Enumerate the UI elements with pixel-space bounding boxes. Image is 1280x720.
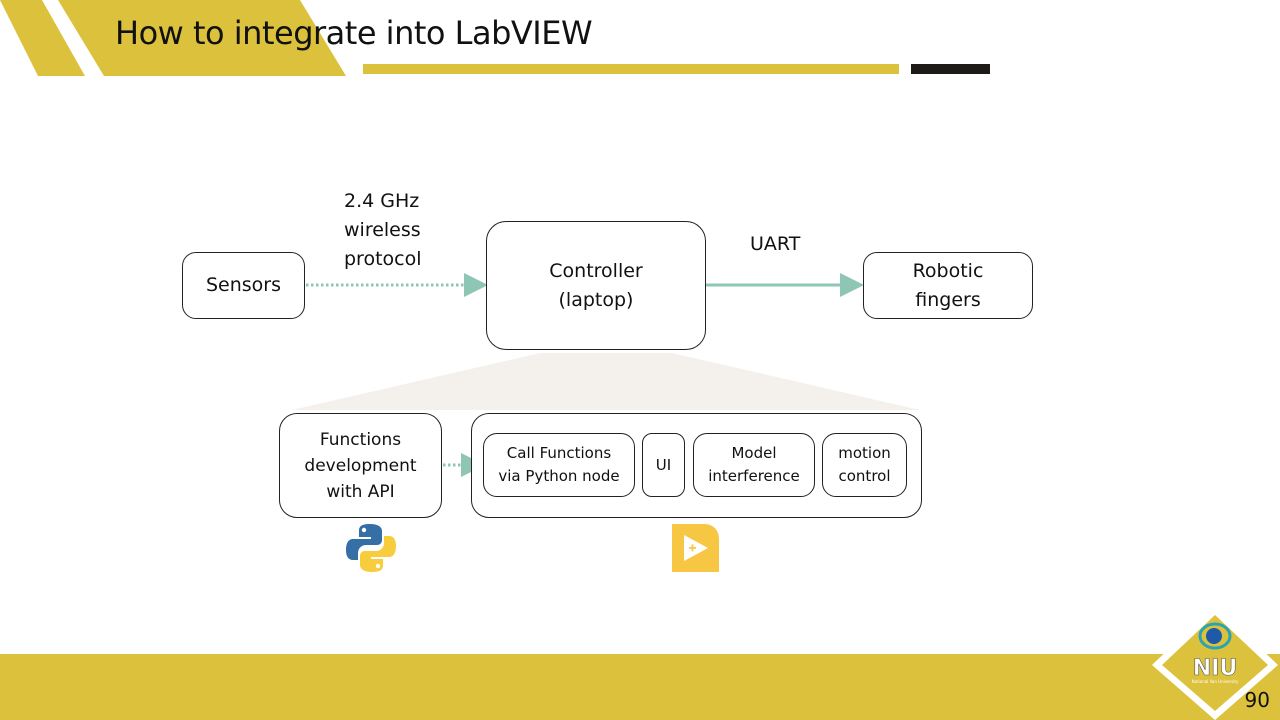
footer-bar [0, 654, 1280, 720]
header-stripe-left [0, 0, 85, 76]
uart-label: UART [750, 233, 801, 255]
functions-label-line2: development [304, 455, 417, 476]
header-underline-dark [911, 64, 990, 74]
robotic-label-line1: Robotic [912, 259, 984, 282]
sensors-node: Sensors [182, 252, 305, 319]
call-label-line2: via Python node [498, 467, 620, 485]
call-label-line1: Call Functions [506, 444, 612, 462]
header-stripe-main [58, 0, 346, 76]
functions-development-node: Functions development with API [279, 413, 442, 518]
sensors-label: Sensors [205, 274, 282, 296]
call-functions-node: Call Functions via Python node [483, 433, 635, 497]
functions-label-line3: with API [326, 481, 395, 502]
niu-logo-badge: NIU National Ilan University [1152, 605, 1278, 720]
header-decoration [0, 0, 990, 76]
motion-label-line1: motion [838, 444, 891, 462]
wireless-label-line2: wireless [344, 219, 421, 241]
niu-logo-subtext: National Ilan University [1192, 679, 1239, 684]
motion-label-line2: control [838, 467, 891, 485]
labview-logo-icon [672, 524, 719, 572]
zoom-expansion-fill [292, 353, 920, 410]
python-logo-icon [346, 524, 396, 572]
ui-label: UI [655, 455, 672, 474]
model-interference-node: Model interference [693, 433, 815, 497]
robotic-fingers-node: Robotic fingers [863, 252, 1033, 319]
slide-title: How to integrate into LabVIEW [115, 14, 593, 52]
robotic-label-line2: fingers [915, 288, 981, 311]
model-label-line2: interference [708, 467, 800, 485]
model-label-line1: Model [731, 444, 777, 462]
niu-emblem-icon [1206, 628, 1222, 644]
controller-node: Controller (laptop) [486, 221, 706, 350]
niu-logo-text: NIU [1193, 656, 1237, 681]
ui-node: UI [642, 433, 685, 497]
controller-label-line1: Controller [549, 259, 643, 282]
header-underline-gold [363, 64, 899, 74]
wireless-label-line1: 2.4 GHz [344, 190, 420, 212]
functions-label-line1: Functions [319, 429, 402, 450]
controller-label-line2: (laptop) [558, 288, 634, 311]
motion-control-node: motion control [822, 433, 907, 497]
wireless-label: 2.4 GHz wireless protocol [344, 187, 422, 274]
wireless-label-line3: protocol [344, 248, 422, 270]
page-number: 90 [1244, 688, 1270, 712]
